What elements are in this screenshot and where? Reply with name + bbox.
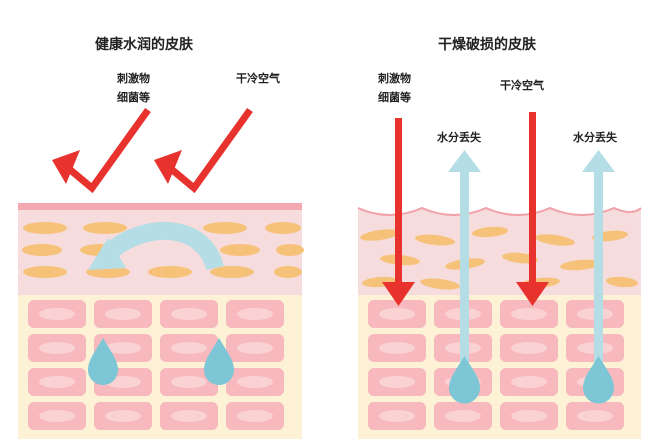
blue-up-arrow-icon	[582, 150, 615, 363]
water-drop-icon	[583, 356, 614, 404]
damaged-epidermis-layer	[358, 208, 641, 295]
cold-air-label: 干冷空气	[500, 79, 544, 92]
healthy-skin-title: 健康水润的皮肤	[95, 37, 193, 53]
damaged-skin-diagram	[357, 112, 642, 439]
cold-air-label: 干冷空气	[236, 72, 280, 85]
red-down-arrow-icon	[382, 118, 415, 306]
water-drop-icon	[449, 356, 480, 404]
damaged-skin-surface	[357, 206, 642, 216]
damaged-orange-cells	[360, 226, 638, 290]
blue-up-arrow-icon	[448, 150, 481, 363]
irritant-label-line2: 细菌等	[117, 91, 150, 104]
irritant-label-line1: 刺激物	[117, 72, 150, 85]
healthy-skin-diagram	[18, 107, 304, 439]
water-drop-icon	[88, 338, 118, 385]
water-loss-label: 水分丢失	[437, 131, 481, 144]
irritant-label-line2: 细菌等	[378, 91, 411, 104]
red-down-arrow-icon	[516, 112, 549, 306]
red-check-arrow-icon	[52, 107, 151, 194]
water-drop-icon	[204, 338, 234, 385]
irritant-label-line1: 刺激物	[378, 72, 411, 85]
healthy-skin-surface	[18, 203, 302, 210]
healthy-skin-panel: 健康水润的皮肤 刺激物 细菌等 干冷空气	[0, 0, 320, 439]
damaged-skin-panel: 干燥破损的皮肤 刺激物 细菌等 干冷空气 水分丢失 水分丢失	[340, 0, 659, 439]
red-check-arrow-icon	[154, 107, 253, 194]
moisture-retention-arrow-icon	[88, 222, 224, 271]
damaged-skin-title: 干燥破损的皮肤	[438, 37, 536, 53]
water-loss-label: 水分丢失	[573, 131, 617, 144]
